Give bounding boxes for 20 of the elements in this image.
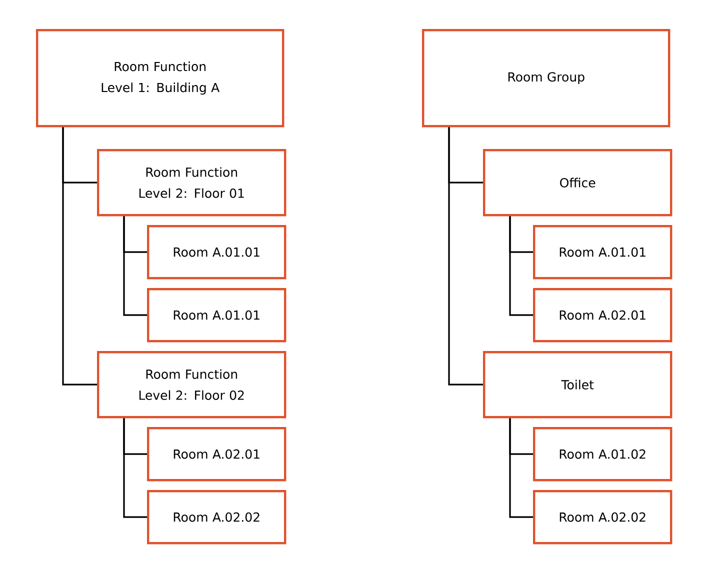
box: Room A.01.02 <box>533 427 672 482</box>
box: Room Group <box>422 29 670 128</box>
connector <box>123 216 147 316</box>
box: Room A.01.01 <box>147 225 286 280</box>
box: Room Function Level 2: Floor 02 <box>97 351 286 418</box>
connector <box>509 418 533 518</box>
box: Room Function Level 2: Floor 01 <box>97 149 286 216</box>
box: Room A.02.02 <box>533 490 672 544</box>
box: Room A.02.01 <box>533 288 672 342</box>
box: Office <box>483 149 672 216</box>
connector <box>509 216 533 316</box>
connector <box>62 127 97 386</box>
connector <box>123 418 147 518</box>
box: Room A.01.01 <box>533 225 672 280</box>
box: Toilet <box>483 351 672 418</box>
box: Room A.02.02 <box>147 490 286 544</box>
box: Room A.02.01 <box>147 427 286 482</box>
connector <box>448 127 483 386</box>
box: Room Function Level 1: Building A <box>36 29 284 128</box>
box: Room A.01.01 <box>147 288 286 342</box>
